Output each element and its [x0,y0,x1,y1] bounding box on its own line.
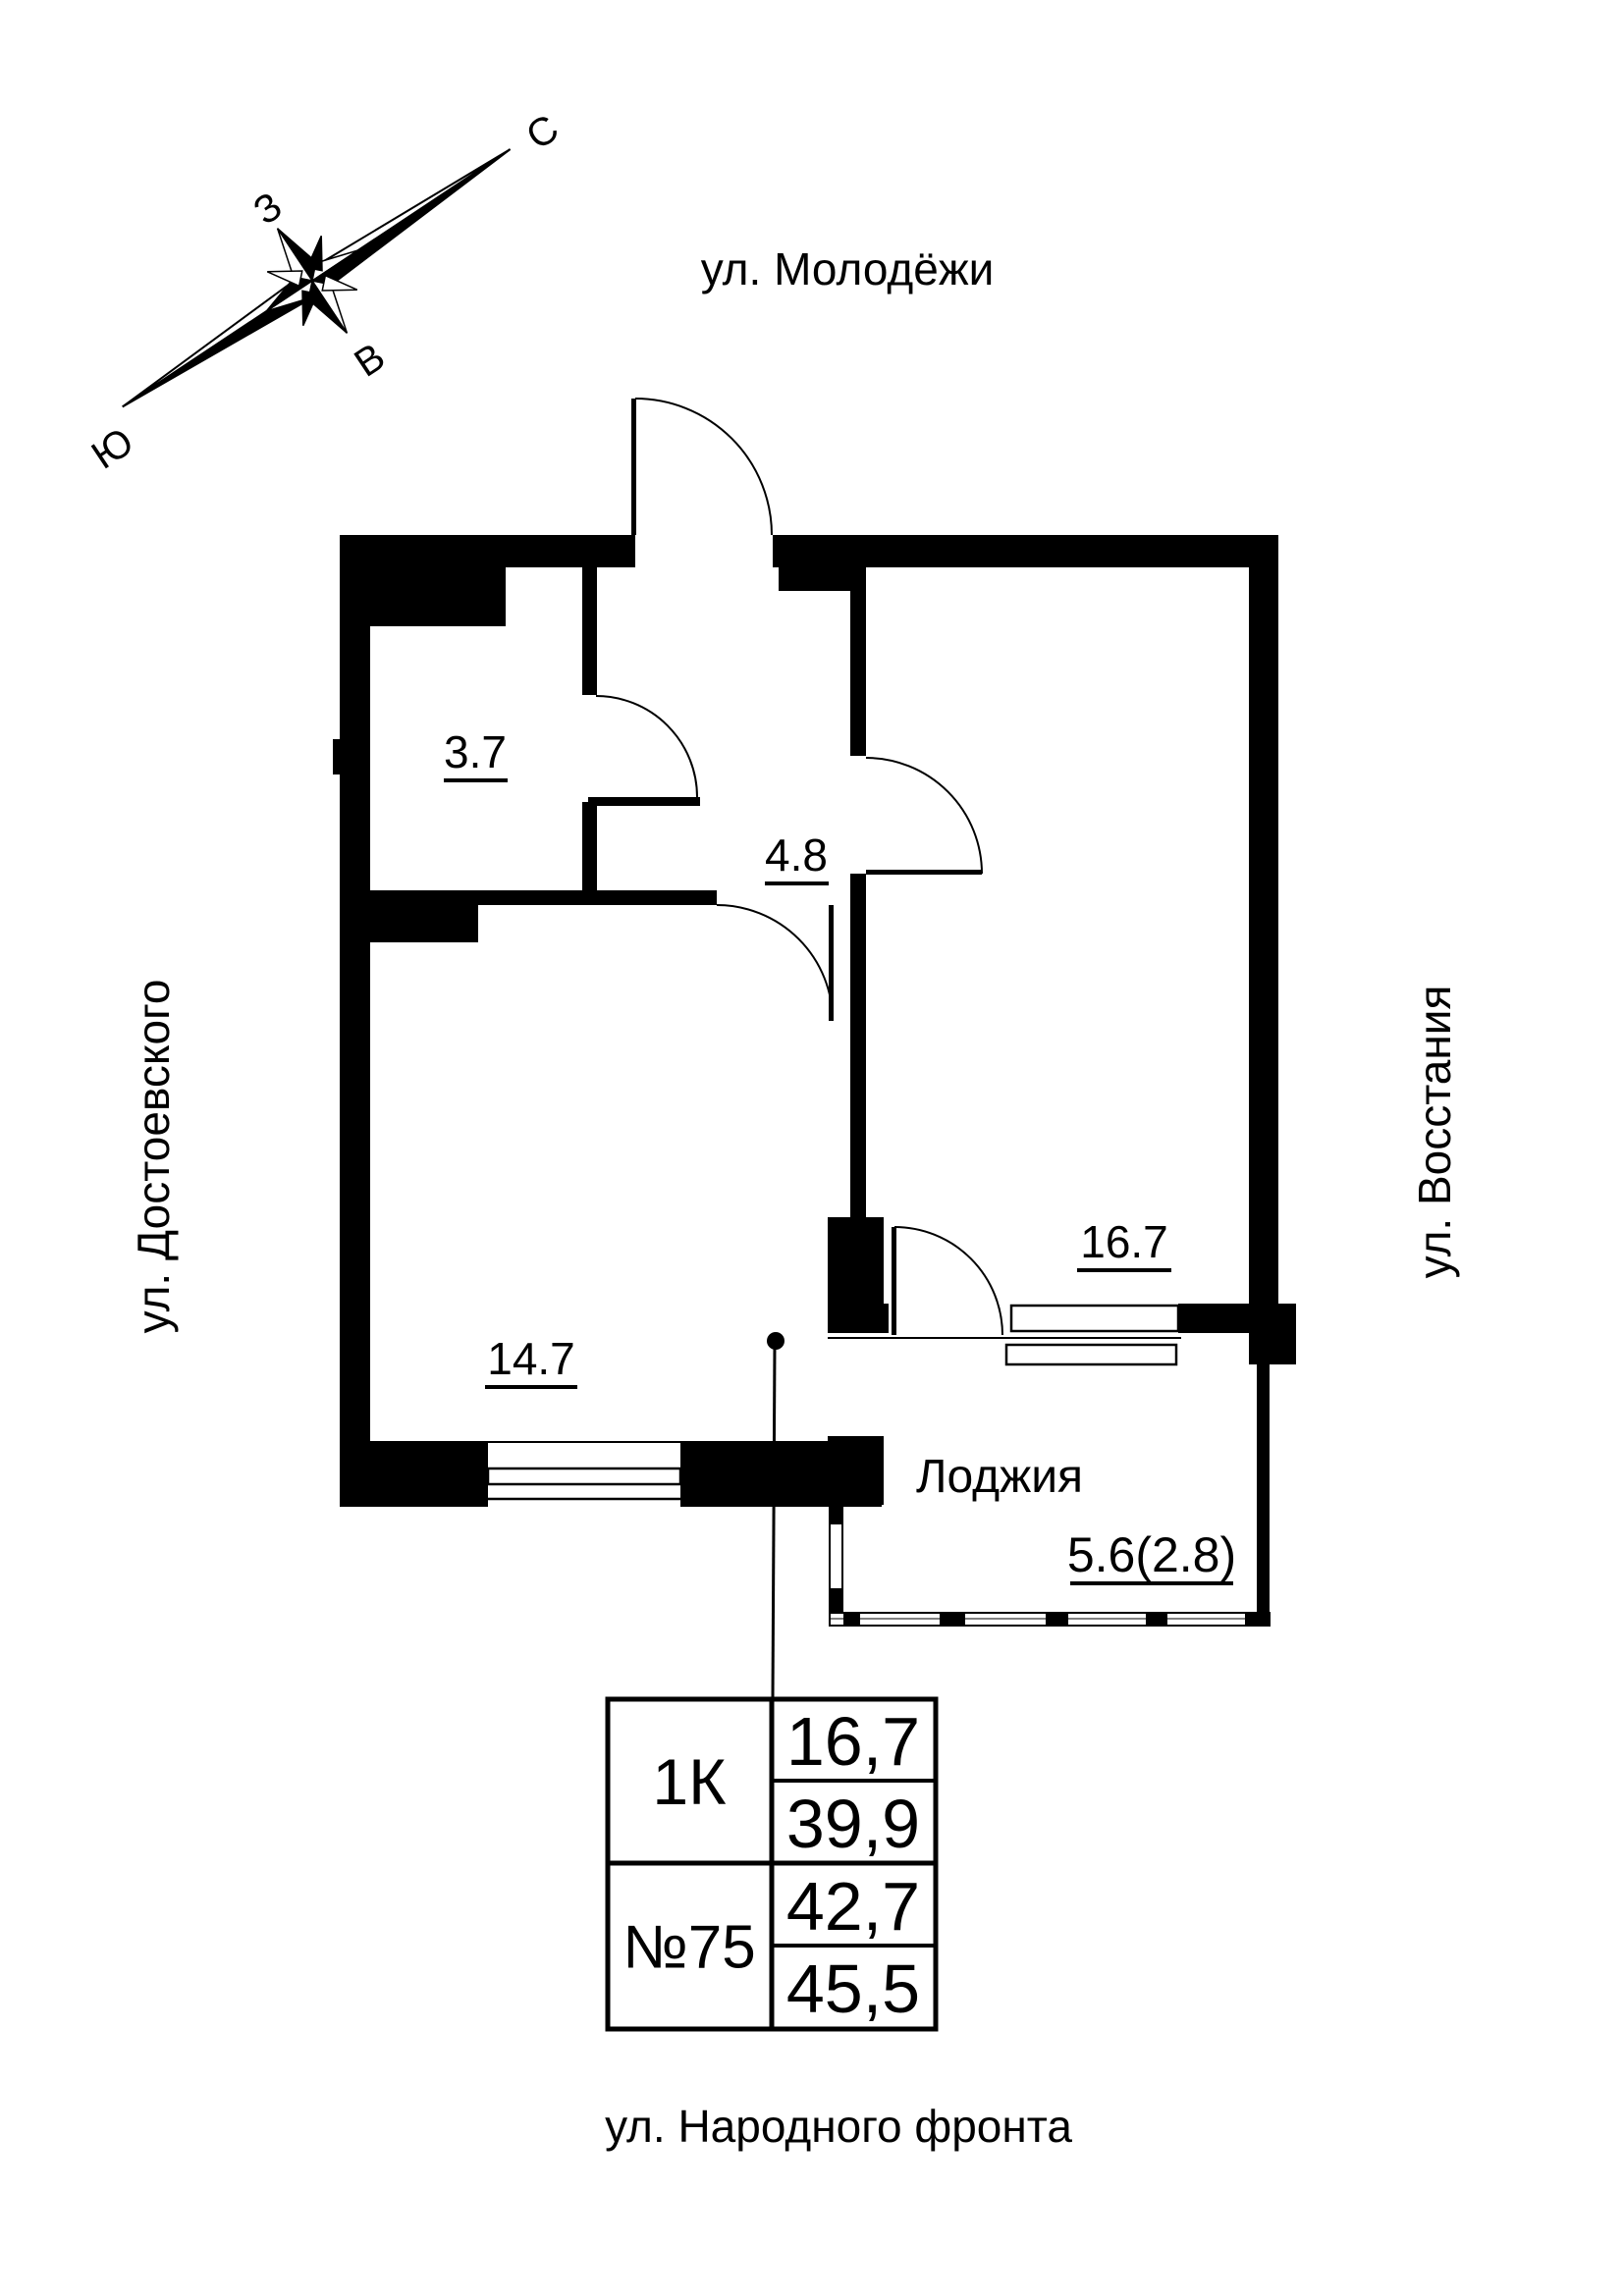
street-label-right: ул. Восстания [1409,986,1460,1279]
wall-hall-bedroom-mid [850,874,866,1217]
balcony-door-icon [892,1226,1003,1336]
entrance-door-icon [631,398,773,536]
svg-text:5.6(2.8): 5.6(2.8) [1067,1527,1236,1582]
compass-rose-icon: С Ю З В [84,107,567,478]
table-flat-number: №75 [622,1914,755,1982]
walls [333,535,1296,1615]
compass-letter-north: С [518,107,566,159]
table-area-half-loggia: 42,7 [786,1868,920,1945]
windows [478,1304,1271,1627]
svg-text:4.8: 4.8 [765,829,828,881]
room-label-hallway: 4.8 [765,829,829,885]
wall-loggia-right [1257,1364,1270,1615]
wall-outer-left [340,535,370,1507]
street-label-top: ул. Молодёжи [701,243,995,294]
table-living-area: 16,7 [786,1703,920,1780]
wall-bathroom-hall-upper [582,567,597,695]
svg-text:14.7: 14.7 [487,1333,575,1384]
svg-text:3.7: 3.7 [444,726,507,777]
wall-bathroom-hall-lower [582,802,597,890]
room-label-loggia: Лоджия 5.6(2.8) [916,1451,1236,1585]
compass-letter-east: В [347,335,393,385]
room-label-bedroom: 16.7 [1077,1216,1171,1272]
wall-living-top-step [340,905,478,942]
table-area-total: 45,5 [786,1950,920,2027]
loggia-glazing-left-icon [829,1504,843,1616]
svg-text:16.7: 16.7 [1080,1216,1168,1267]
compass-letter-west: З [246,185,290,234]
street-label-bottom: ул. Народного фронта [605,2101,1072,2152]
living-room-door-icon [716,904,834,1022]
wall-living-bottom-left [340,1441,488,1507]
doors [588,398,1003,1336]
wall-bathroom-top-block [370,567,506,626]
wall-loggia-left-block [828,1436,884,1505]
wall-outer-top-right [773,535,1278,567]
loggia-glazing-bottom-icon [829,1612,1271,1627]
wall-hall-bedroom-upper [850,567,866,756]
leader-line [767,1332,784,1700]
info-table: 1К №75 16,7 39,9 42,7 45,5 [605,1696,939,2032]
table-flat-type: 1К [652,1745,727,1818]
table-area-without-loggia: 39,9 [786,1786,920,1862]
room-label-bathroom: 3.7 [444,726,508,782]
leader-dot [767,1332,784,1350]
bedroom-loggia-window-icon [828,1304,1181,1366]
bathroom-door-icon [588,695,700,806]
wall-bedroom-bottom-left [828,1304,889,1333]
wall-bedroom-bottom-right [1178,1304,1276,1333]
svg-text:Лоджия: Лоджия [916,1451,1083,1503]
wall-left-tick [333,739,340,774]
room-label-living-room: 14.7 [485,1333,577,1389]
living-room-window-icon [478,1441,690,1501]
compass-star [265,228,359,334]
room-labels: 3.7 4.8 14.7 16.7 Лоджия 5.6(2.8) [444,726,1236,1585]
wall-living-top [370,890,717,905]
street-labels: ул. Молодёжи ул. Достоевского ул. Восста… [128,243,1460,2152]
street-label-left: ул. Достоевского [128,980,179,1334]
wall-outer-right [1249,535,1278,1364]
compass-letter-south: Ю [84,420,141,478]
bedroom-door-icon [865,757,983,875]
wall-outer-top-left [340,535,635,567]
wall-hall-bedroom-lower [828,1217,884,1306]
